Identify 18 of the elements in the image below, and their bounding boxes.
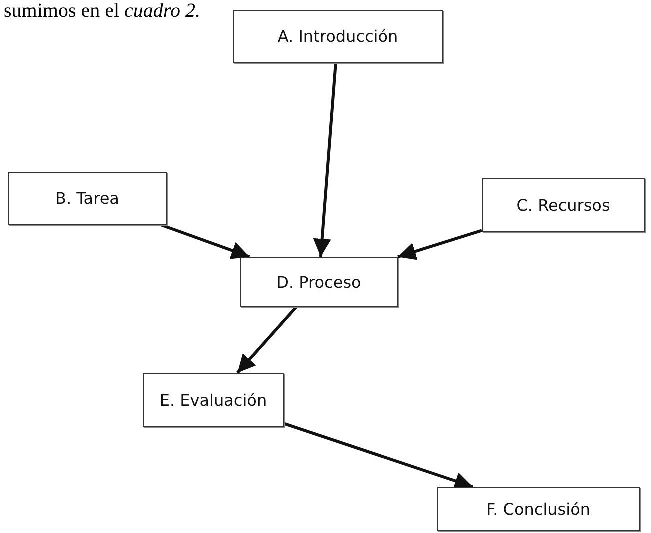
- box-label: F. Conclusión: [486, 500, 590, 518]
- process-box: [143, 373, 284, 427]
- arrow: [236, 306, 298, 374]
- box-label: E. Evaluación: [160, 390, 268, 410]
- arrow: [313, 62, 338, 258]
- process-box: [240, 257, 398, 307]
- box-label: A. Introducción: [278, 27, 398, 46]
- process-box: [437, 487, 640, 531]
- box-label: C. Recursos: [516, 196, 610, 214]
- arrow: [284, 422, 474, 490]
- process-box: [482, 178, 645, 232]
- arrow: [160, 224, 250, 260]
- process-box: [8, 172, 167, 225]
- box-label: D. Proceso: [276, 272, 362, 292]
- box-label: B. Tarea: [56, 189, 120, 208]
- process-box: [233, 10, 443, 63]
- arrow: [398, 229, 482, 260]
- text-line: sumimos en el cuadro 2.: [4, 0, 200, 22]
